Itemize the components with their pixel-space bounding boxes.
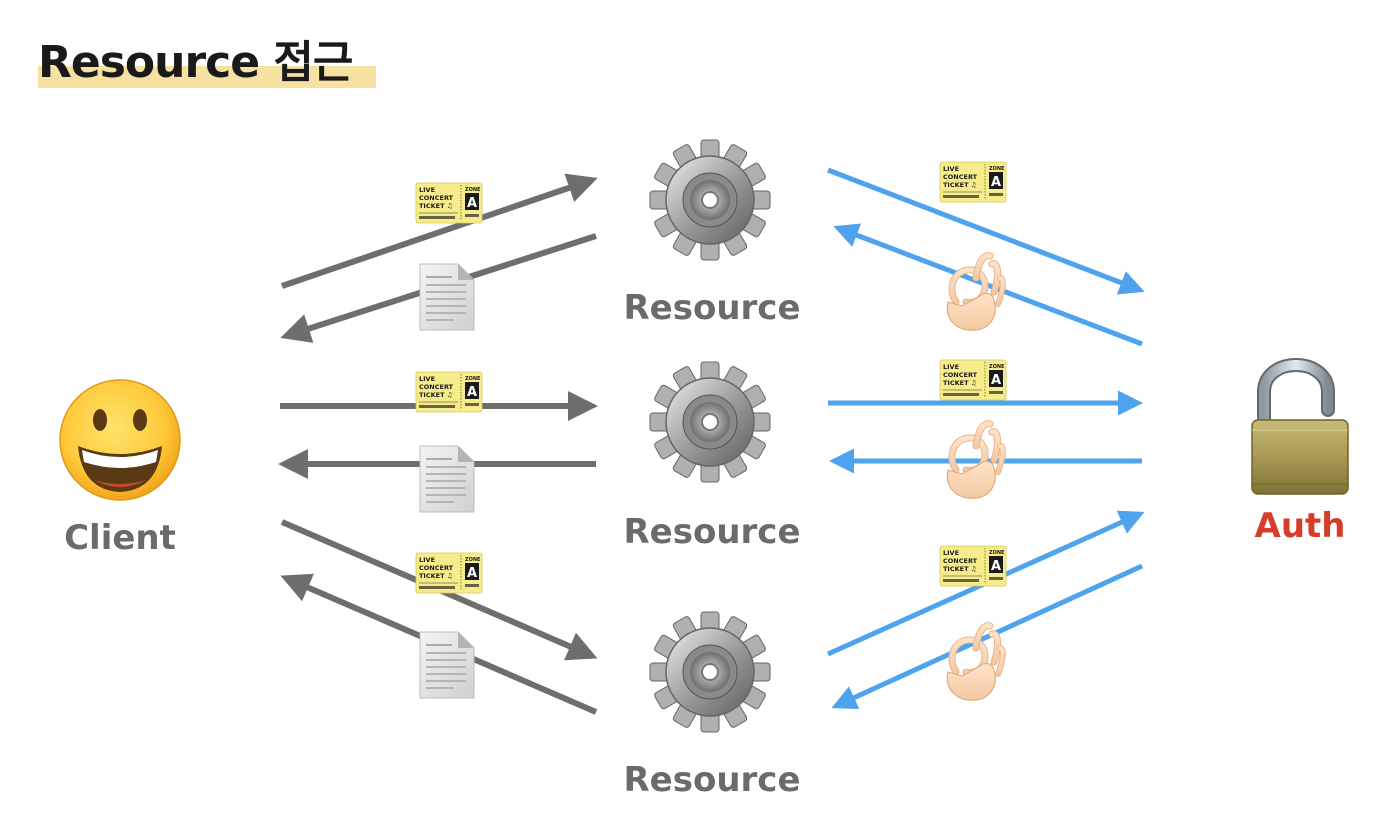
- concert-ticket-icon: [415, 552, 483, 594]
- page-title: Resource 접근: [38, 37, 353, 88]
- concert-ticket-icon: [939, 161, 1007, 203]
- resource-gear-icon: [649, 139, 771, 261]
- client-label: Client: [64, 518, 176, 558]
- concert-ticket-icon: [939, 545, 1007, 587]
- title-block: Resource 접근: [38, 26, 376, 90]
- resource-gear-icon: [649, 361, 771, 483]
- concert-ticket-icon: [415, 182, 483, 224]
- ok-hand-icon: [947, 626, 1002, 701]
- resource-gear-icon: [649, 611, 771, 733]
- resource-label: Resource: [623, 512, 801, 552]
- concert-ticket-icon: [939, 359, 1007, 401]
- client-face-icon: [59, 379, 181, 501]
- client-request-arrow: [281, 173, 598, 289]
- ok-hand-icon: [947, 256, 1002, 331]
- auth-response-arrow: [831, 563, 1144, 710]
- auth-response-arrow: [833, 223, 1143, 347]
- resource-label: Resource: [623, 288, 801, 328]
- document-icon: [419, 445, 475, 513]
- resource-label: Resource: [623, 760, 801, 800]
- auth-request-arrow: [827, 167, 1145, 295]
- auth-label: Auth: [1254, 506, 1346, 546]
- title-highlight: [38, 66, 376, 88]
- auth-padlock-icon: [1251, 358, 1349, 495]
- document-icon: [419, 631, 475, 699]
- document-icon: [419, 263, 475, 331]
- concert-ticket-icon: [415, 371, 483, 413]
